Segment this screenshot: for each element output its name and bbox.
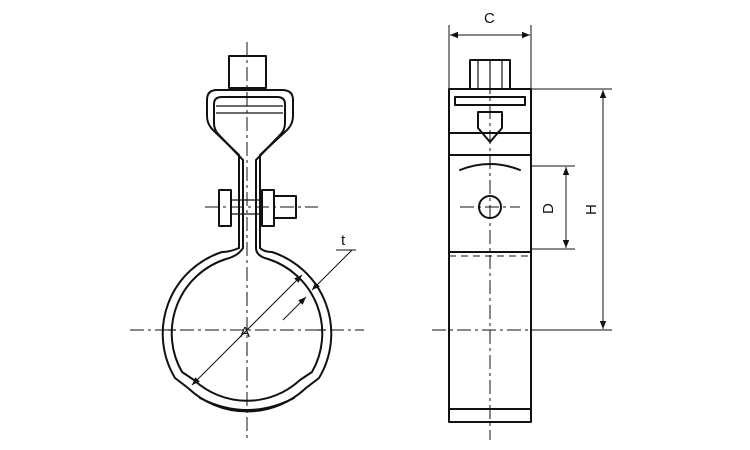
side-view: C D H	[432, 10, 612, 440]
dimension-a-line	[191, 274, 303, 386]
dimension-h-label: H	[583, 204, 600, 215]
dimension-t-leader-outer	[311, 249, 353, 291]
front-view: A t	[130, 42, 364, 440]
side-bolt-hole	[478, 195, 502, 219]
inner-strap-bracket	[213, 96, 286, 249]
side-rod-cone	[477, 111, 503, 143]
outer-strap-bracket	[206, 89, 294, 249]
bolt-washer-left	[218, 189, 232, 227]
pipe-ring-outer	[161, 247, 333, 413]
dimension-c-label: C	[484, 10, 495, 27]
top-square-nut	[228, 55, 267, 89]
pipe-ring-inner	[170, 247, 324, 402]
side-saddle-curve	[459, 163, 521, 171]
dimension-a-label: A	[240, 324, 250, 341]
bolt-nut	[273, 195, 297, 219]
ring-bottom-lip	[199, 397, 295, 411]
bolt-washer-right	[261, 189, 275, 227]
side-cap-plate	[454, 96, 526, 106]
dimension-d-label: D	[540, 203, 557, 214]
dimension-t-label: t	[341, 232, 346, 249]
dimension-t-leader-inner	[282, 296, 307, 321]
